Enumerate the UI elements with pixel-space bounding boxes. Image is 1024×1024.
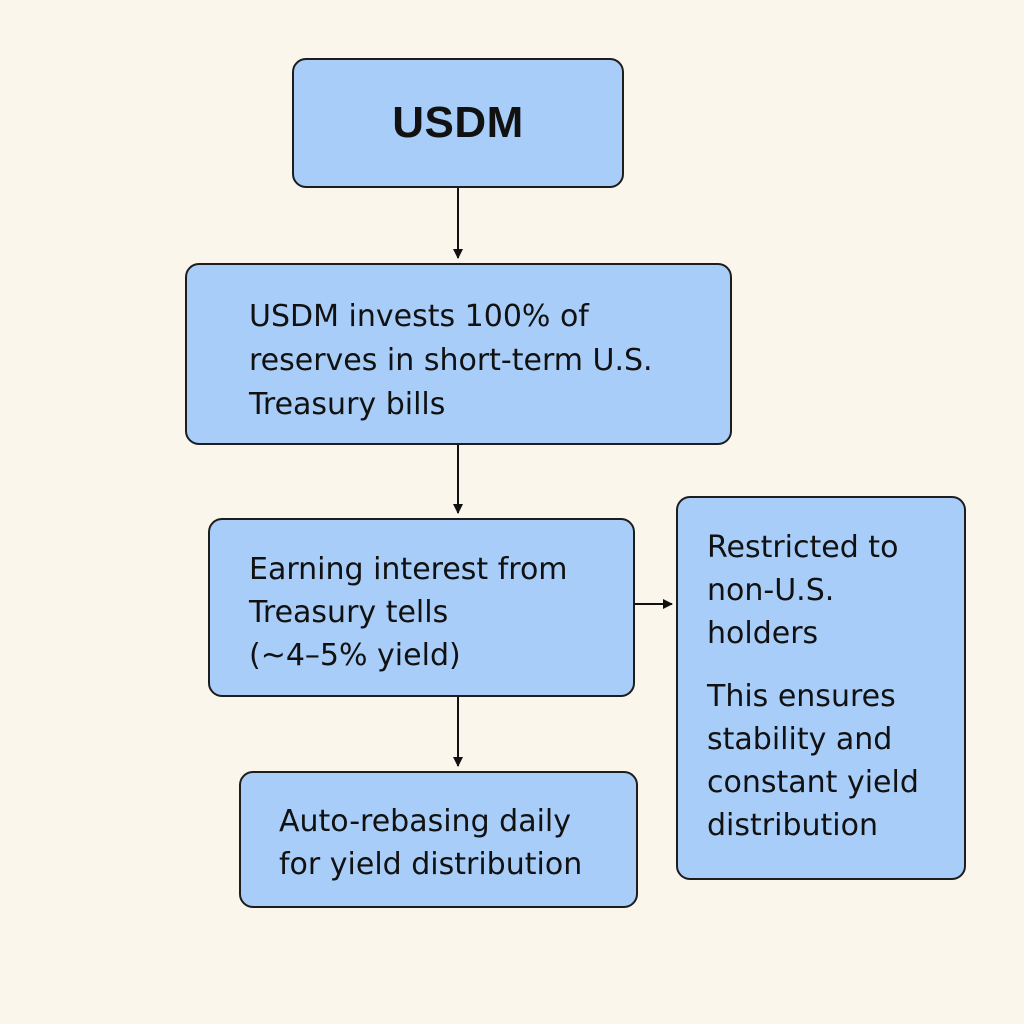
rebasing-node: Auto-rebasing daily for yield distributi… bbox=[239, 771, 638, 908]
restricted-node-line: Restricted to bbox=[707, 530, 899, 565]
restricted-node-line: holders bbox=[707, 616, 819, 651]
earning-node: Earning interest from Treasury tells (~4… bbox=[208, 518, 635, 697]
usdm-node: USDM bbox=[292, 58, 624, 188]
restricted-node-line: distribution bbox=[707, 808, 878, 843]
rebasing-node-line: Auto-rebasing daily bbox=[279, 804, 572, 839]
invests-node: USDM invests 100% of reserves in short-t… bbox=[185, 263, 732, 445]
restricted-node-line: constant yield bbox=[707, 765, 919, 800]
invests-node-line: reserves in short-term U.S. bbox=[249, 343, 653, 378]
usdm-node-label: USDM bbox=[392, 98, 524, 147]
restricted-node-line: stability and bbox=[707, 722, 893, 757]
restricted-node-line: non-U.S. bbox=[707, 573, 835, 608]
restricted-node-line: This ensures bbox=[707, 679, 896, 714]
earning-node-line: (~4–5% yield) bbox=[249, 638, 461, 673]
rebasing-node-line: for yield distribution bbox=[279, 847, 583, 882]
restricted-node: Restricted to non-U.S. holders This ensu… bbox=[676, 496, 966, 880]
earning-node-line: Earning interest from bbox=[249, 552, 568, 587]
paragraph-gap bbox=[707, 655, 964, 675]
earning-node-line: Treasury tells bbox=[249, 595, 449, 630]
invests-node-line: USDM invests 100% of bbox=[249, 299, 589, 334]
invests-node-line: Treasury bills bbox=[249, 387, 446, 422]
